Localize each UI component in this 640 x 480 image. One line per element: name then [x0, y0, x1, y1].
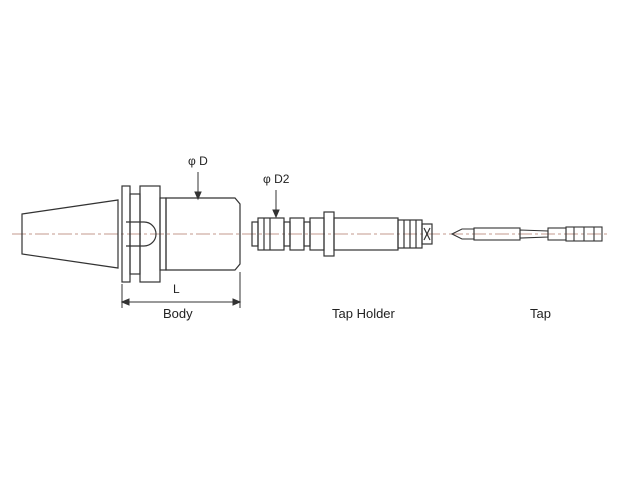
diameter-d2-leader [272, 190, 280, 219]
tap-holder-label: Tap Holder [332, 306, 395, 321]
body-nose [165, 197, 241, 271]
diameter-d2-label: φ D2 [263, 172, 290, 186]
length-l-dimension [120, 272, 242, 308]
diameter-d-label: φ D [188, 154, 208, 168]
diameter-d-leader [194, 172, 202, 201]
tap-holder-part [251, 211, 433, 257]
body-label: Body [163, 306, 193, 321]
body-part [21, 185, 241, 283]
tap-part [450, 226, 603, 242]
drive-slot [126, 221, 157, 247]
taper-cone [21, 199, 119, 269]
length-l-label: L [173, 282, 180, 296]
tap-label: Tap [530, 306, 551, 321]
